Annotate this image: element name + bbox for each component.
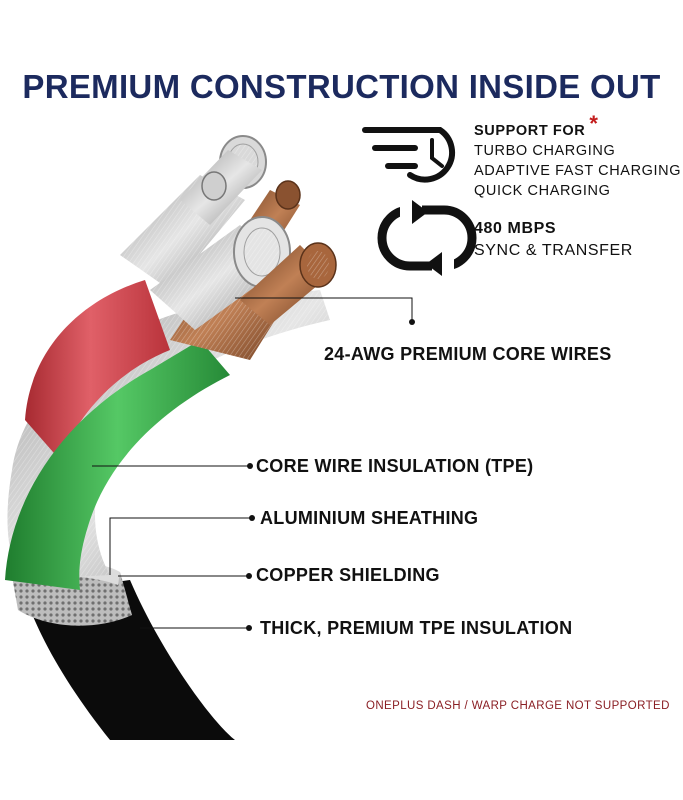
sync-arrows-icon: [377, 200, 477, 276]
feature-support-heading: SUPPORT FOR: [474, 123, 586, 139]
green-core-wire: [5, 340, 230, 590]
label-copper: COPPER SHIELDING: [256, 565, 440, 585]
feature-support-block: SUPPORT FOR* TURBO CHARGING ADAPTIVE FAS…: [474, 113, 682, 201]
feature-support-line: ADAPTIVE FAST CHARGING: [474, 163, 682, 179]
red-core-wire: [25, 280, 170, 460]
feature-support-line: TURBO CHARGING: [474, 143, 616, 159]
label-core-insulation: CORE WIRE INSULATION (TPE): [256, 456, 534, 476]
feature-sync-heading: 480 MBPS: [474, 220, 557, 237]
leader-aluminium: [109, 517, 250, 575]
feature-sync-block: 480 MBPS SYNC & TRANSFER: [474, 218, 633, 262]
page-title: PREMIUM CONSTRUCTION INSIDE OUT: [22, 68, 661, 105]
feature-sync-line: SYNC & TRANSFER: [474, 242, 633, 259]
leader-core-wires: [235, 297, 413, 322]
asterisk-marker: *: [589, 111, 599, 136]
label-tpe: THICK, PREMIUM TPE INSULATION: [260, 618, 573, 638]
compatibility-note: ONEPLUS DASH / WARP CHARGE NOT SUPPORTED: [366, 700, 670, 712]
label-core-wires: 24-AWG PREMIUM CORE WIRES: [324, 344, 612, 364]
feature-support-line: QUICK CHARGING: [474, 183, 611, 199]
label-aluminium: ALUMINIUM SHEATHING: [260, 508, 479, 528]
fast-charging-clock-icon: [362, 127, 456, 183]
